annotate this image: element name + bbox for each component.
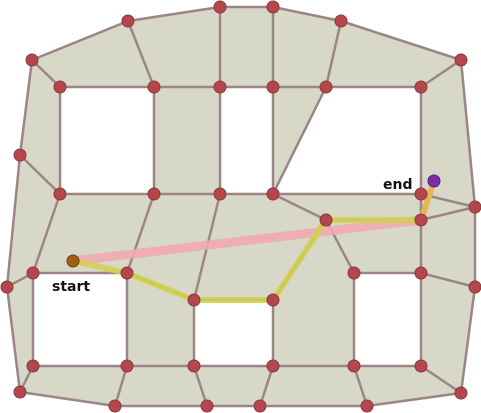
- mesh-node: [187, 293, 201, 307]
- mesh-edge: [5, 153, 22, 289]
- mesh-edges: [5, 5, 477, 408]
- mesh-node: [319, 80, 333, 94]
- mesh-node: [53, 80, 67, 94]
- mesh-node: [200, 399, 214, 413]
- mesh-edge: [113, 364, 129, 408]
- mesh-edge: [419, 205, 477, 222]
- mesh-edge: [324, 19, 343, 89]
- mesh-node: [266, 293, 280, 307]
- mesh-edge: [352, 364, 369, 408]
- end-marker: [427, 174, 441, 188]
- mesh-edge: [18, 390, 117, 408]
- end-label: end: [383, 177, 412, 193]
- mesh-node: [213, 0, 227, 14]
- mesh-edge: [419, 271, 477, 289]
- mesh-node: [253, 399, 267, 413]
- mesh-node: [414, 266, 428, 280]
- mesh-node: [213, 80, 227, 94]
- path-route: [70, 217, 424, 303]
- mesh-node: [454, 53, 468, 67]
- walkable-area: [7, 7, 475, 406]
- mesh-edge: [192, 364, 209, 408]
- mesh-node: [360, 399, 374, 413]
- mesh-edge: [271, 192, 328, 222]
- mesh-node: [13, 385, 27, 399]
- mesh-node: [266, 187, 280, 201]
- start-marker: [66, 254, 80, 268]
- mesh-node: [347, 359, 361, 373]
- mesh-edge: [125, 192, 156, 275]
- mesh-node: [347, 266, 361, 280]
- straight-line-start-end: [68, 215, 426, 266]
- mesh-edge: [459, 58, 477, 209]
- mesh-node: [414, 187, 428, 201]
- path-end-segment: [418, 178, 437, 223]
- mesh-node: [108, 399, 122, 413]
- mesh-node: [26, 266, 40, 280]
- mesh-edge: [419, 364, 463, 395]
- mesh-node: [13, 148, 27, 162]
- mesh-edge: [271, 5, 343, 23]
- mesh-node: [414, 80, 428, 94]
- mesh-edge: [365, 391, 463, 408]
- mesh-node: [213, 187, 227, 201]
- mesh-edge: [30, 19, 130, 62]
- mesh-edge: [258, 364, 275, 408]
- mesh-edge: [459, 285, 477, 395]
- mesh-edge: [126, 19, 156, 89]
- mesh-node: [120, 359, 134, 373]
- mesh-node: [414, 359, 428, 373]
- mesh-node: [454, 386, 468, 400]
- mesh-node: [414, 213, 428, 227]
- mesh-node: [334, 14, 348, 28]
- mesh-node: [266, 0, 280, 14]
- mesh-node: [319, 213, 333, 227]
- mesh-node: [120, 266, 134, 280]
- mesh-node: [147, 187, 161, 201]
- mesh-edge: [18, 153, 62, 196]
- mesh-edge: [5, 285, 22, 394]
- start-label: start: [52, 279, 90, 295]
- mesh-edge: [271, 85, 328, 196]
- mesh-edge: [126, 5, 222, 23]
- mesh-node: [121, 14, 135, 28]
- mesh-node: [26, 359, 40, 373]
- walkable-regions: [7, 7, 475, 406]
- mesh-node: [468, 280, 481, 294]
- mesh-edge: [18, 58, 34, 157]
- mesh-edge: [339, 19, 463, 62]
- mesh-node: [53, 187, 67, 201]
- mesh-node: [147, 80, 161, 94]
- mesh-node: [266, 80, 280, 94]
- mesh-node: [468, 200, 481, 214]
- mesh-edge: [419, 58, 463, 89]
- mesh-node: [266, 359, 280, 373]
- mesh-node: [25, 53, 39, 67]
- mesh-edge: [31, 192, 62, 275]
- mesh-node: [0, 280, 14, 294]
- mesh-node: [187, 359, 201, 373]
